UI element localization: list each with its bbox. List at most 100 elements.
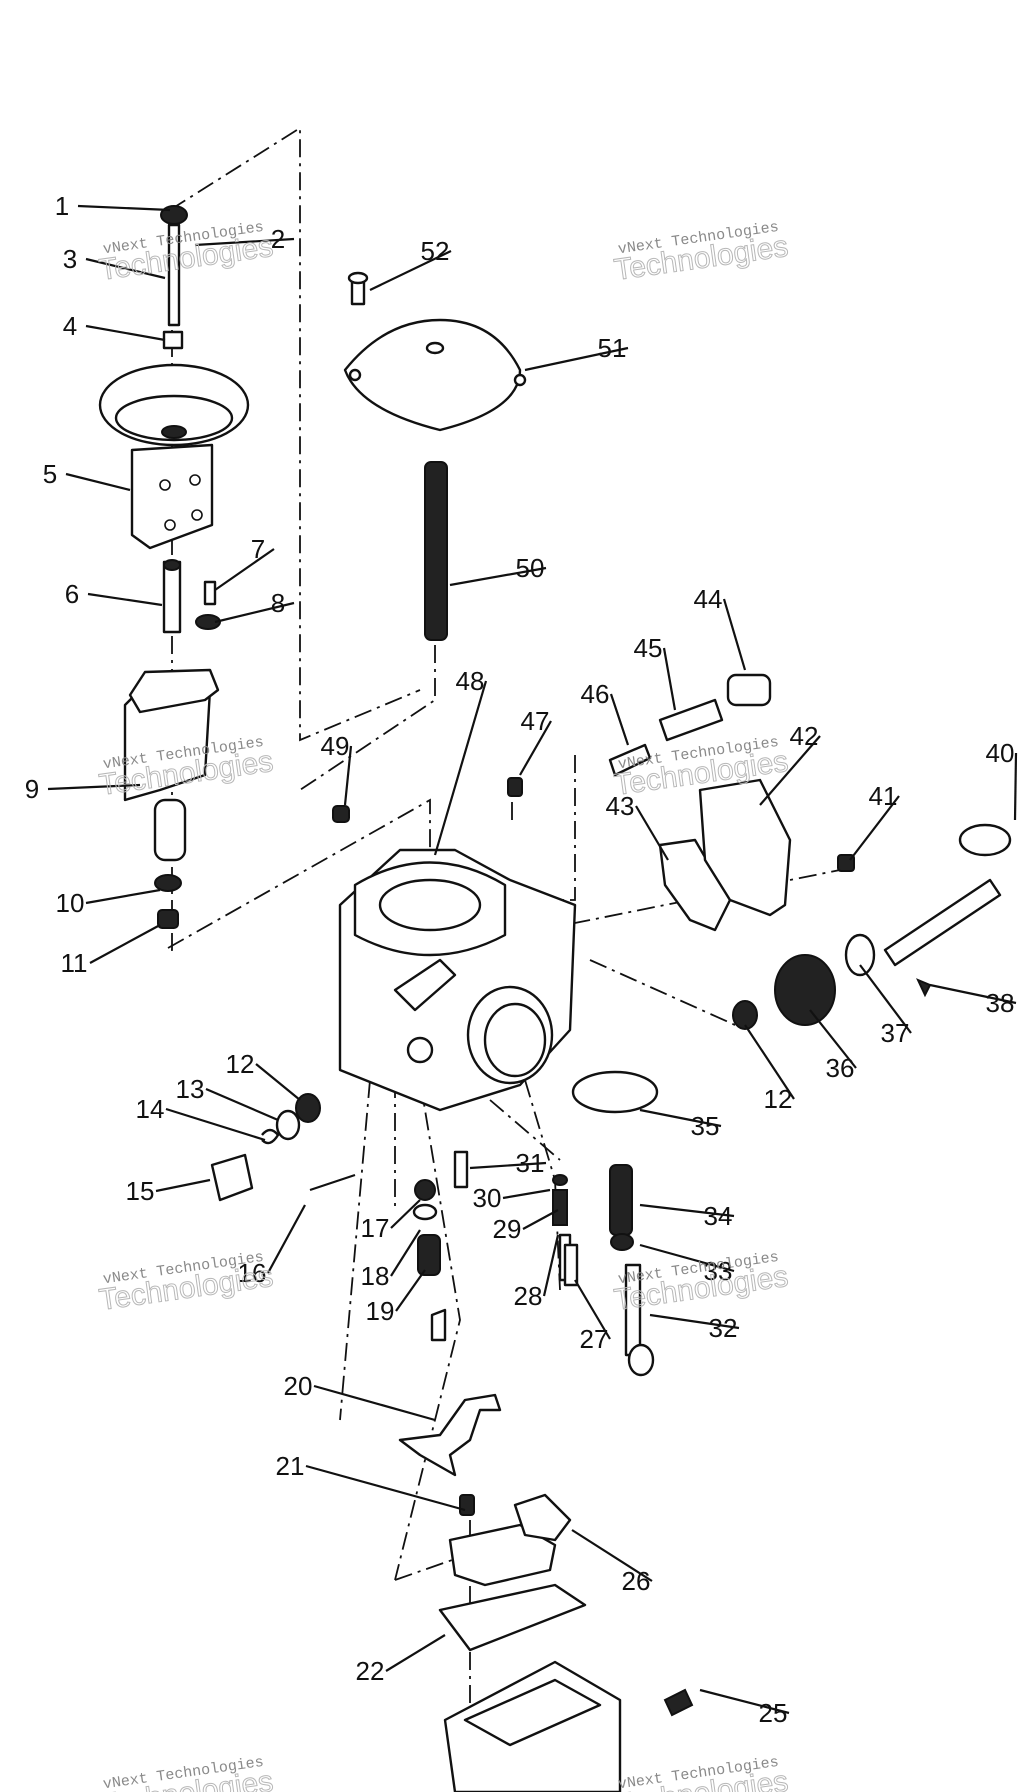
callout-leader-5 <box>65 472 131 492</box>
callout-label-44: 44 <box>694 584 723 614</box>
callout-leader-40 <box>1013 752 1018 821</box>
callout-leader-41 <box>849 795 900 861</box>
part-16-pin <box>309 1173 356 1192</box>
part-25-drain-screw <box>663 1688 694 1717</box>
callout-10: 10 <box>56 888 161 918</box>
callout-label-8: 8 <box>271 588 285 618</box>
callout-label-43: 43 <box>606 791 635 821</box>
callout-9: 9 <box>25 774 141 804</box>
callout-19: 19 <box>366 1269 426 1326</box>
callout-label-30: 30 <box>473 1183 502 1213</box>
callout-20: 20 <box>284 1371 436 1422</box>
callout-label-18: 18 <box>361 1261 390 1291</box>
callout-43: 43 <box>606 791 669 861</box>
callout-13: 13 <box>176 1074 279 1122</box>
callout-leader-1 <box>77 204 171 212</box>
part-34-spring <box>609 1164 633 1236</box>
callout-5: 5 <box>43 459 131 492</box>
callout-label-3: 3 <box>63 244 77 274</box>
callout-leader-9 <box>47 783 141 791</box>
callout-leader-29 <box>522 1209 559 1230</box>
callout-label-5: 5 <box>43 459 57 489</box>
callout-label-41: 41 <box>869 781 898 811</box>
callout-50: 50 <box>449 553 547 587</box>
callout-label-52: 52 <box>421 236 450 266</box>
callout-leader-18 <box>390 1229 421 1277</box>
part-21-screw <box>459 1494 475 1516</box>
part-31-jet <box>453 1150 469 1189</box>
callout-6: 6 <box>65 579 163 609</box>
callout-leader-25 <box>699 1688 790 1715</box>
callout-leader-17 <box>390 1199 421 1229</box>
callout-label-51: 51 <box>598 333 627 363</box>
callout-leader-27 <box>574 1279 611 1340</box>
part-13-washer <box>275 1109 301 1141</box>
callout-label-9: 9 <box>25 774 39 804</box>
callout-leader-12 <box>255 1063 301 1101</box>
callout-label-28: 28 <box>514 1281 543 1311</box>
callout-label-46: 46 <box>581 679 610 709</box>
part-36-spring <box>774 954 836 1026</box>
parts <box>98 205 1012 1792</box>
callout-leader-22 <box>385 1634 446 1672</box>
callout-label-36: 36 <box>826 1053 855 1083</box>
callout-1: 1 <box>55 191 171 221</box>
part-35-plate <box>571 1070 659 1114</box>
callout-11: 11 <box>61 924 161 978</box>
part-30-washer <box>552 1174 568 1186</box>
callout-44: 44 <box>694 584 747 671</box>
callout-leader-42 <box>759 735 821 806</box>
callout-leader-50 <box>449 566 547 587</box>
part-37-ring <box>844 933 876 977</box>
callout-33: 33 <box>639 1243 735 1286</box>
callout-22: 22 <box>356 1634 446 1686</box>
callout-leader-45 <box>662 647 677 711</box>
callout-label-10: 10 <box>56 888 85 918</box>
callout-leader-10 <box>85 888 161 905</box>
callout-label-13: 13 <box>176 1074 205 1104</box>
part-49-screw <box>332 805 350 823</box>
part-8-washer <box>195 614 221 630</box>
callout-4: 4 <box>63 311 166 342</box>
callout-12b: 12 <box>744 1024 795 1114</box>
part-26-float <box>448 1523 557 1587</box>
callout-47: 47 <box>519 706 552 776</box>
callout-30: 30 <box>473 1183 551 1213</box>
callout-15: 15 <box>126 1176 211 1206</box>
callout-27: 27 <box>574 1279 611 1354</box>
callout-leader-44 <box>722 598 747 671</box>
callout-leader-32 <box>649 1313 740 1330</box>
callout-label-25: 25 <box>759 1698 788 1728</box>
callout-2: 2 <box>194 224 295 254</box>
callout-label-1: 1 <box>55 191 69 221</box>
callout-leader-38 <box>929 983 1017 1005</box>
callout-leader-49 <box>343 745 353 806</box>
callout-52: 52 <box>369 236 452 291</box>
callout-25: 25 <box>699 1688 790 1728</box>
callout-label-48: 48 <box>456 666 485 696</box>
callout-leader-15 <box>155 1178 211 1193</box>
callout-3: 3 <box>63 244 166 280</box>
callout-label-47: 47 <box>521 706 550 736</box>
part-46-needle <box>608 743 652 777</box>
callout-leader-2 <box>194 237 295 247</box>
part-19-jet-holder <box>417 1234 441 1276</box>
callout-label-6: 6 <box>65 579 79 609</box>
callout-leader-35 <box>639 1108 722 1128</box>
part-11-nut <box>157 909 179 929</box>
part-4-nut <box>162 330 184 350</box>
part-10-washer <box>154 874 182 892</box>
callout-leader-12b <box>744 1024 795 1100</box>
callout-label-14: 14 <box>136 1094 165 1124</box>
callout-label-2: 2 <box>271 224 285 254</box>
callout-34: 34 <box>639 1201 735 1231</box>
part-45-spring <box>658 698 724 742</box>
callout-21: 21 <box>276 1451 466 1512</box>
callout-leader-14 <box>165 1107 266 1142</box>
callout-label-17: 17 <box>361 1213 390 1243</box>
callout-label-19: 19 <box>366 1296 395 1326</box>
